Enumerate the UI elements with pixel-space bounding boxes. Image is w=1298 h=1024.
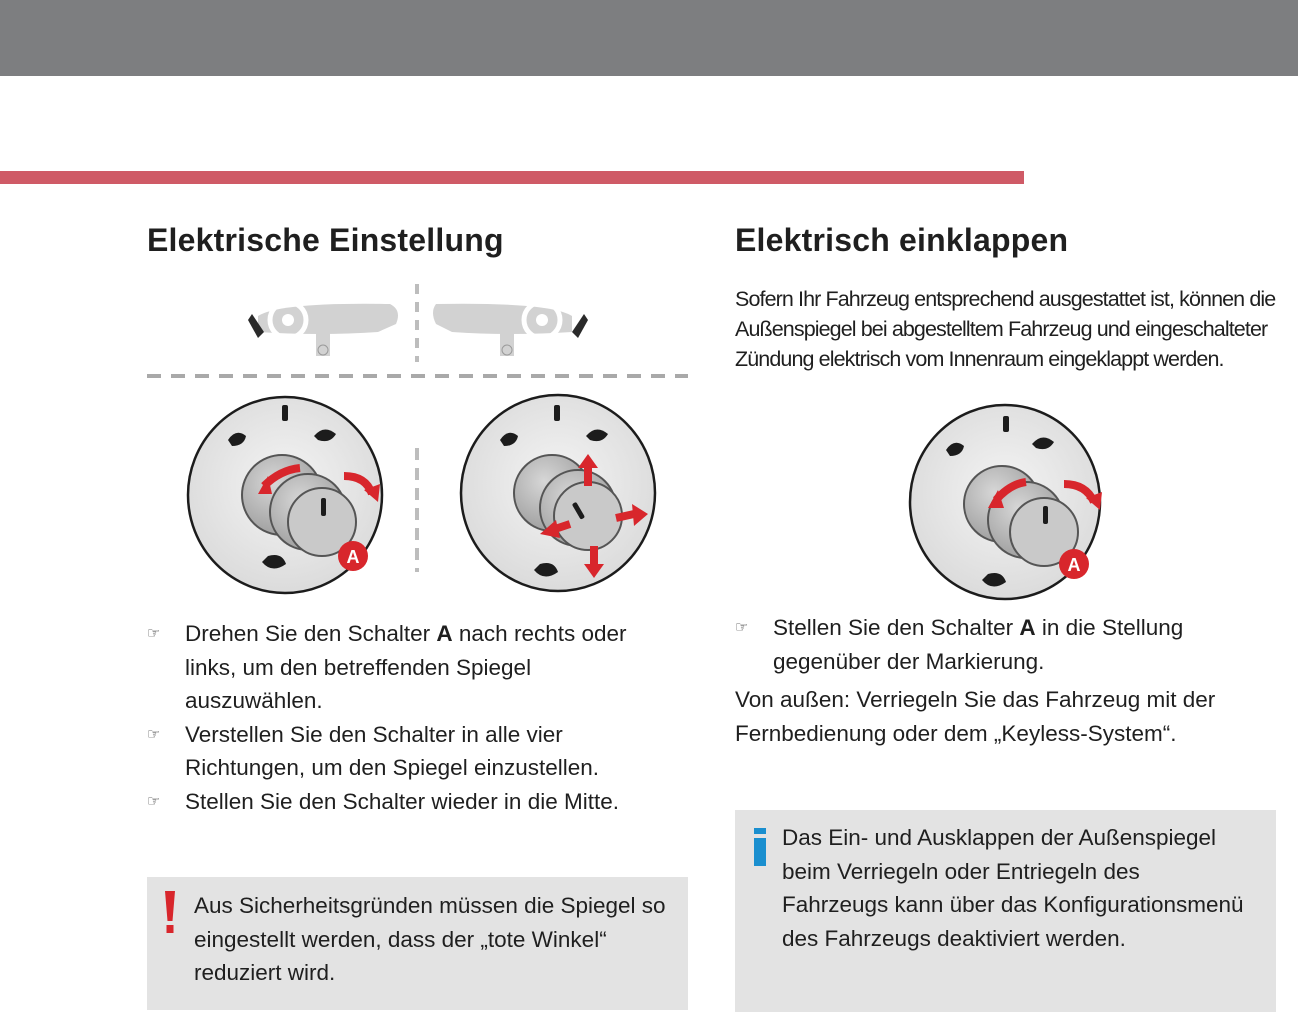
list-item: ☞Stellen Sie den Schalter A in die Stell… xyxy=(735,611,1255,678)
header-bar xyxy=(0,0,1298,76)
instruction-list-folding: ☞Stellen Sie den Schalter A in die Stell… xyxy=(735,611,1255,678)
remote-locking-paragraph: Von außen: Verriegeln Sie das Fahrzeug m… xyxy=(735,687,1216,746)
info-icon xyxy=(754,828,766,866)
list-item: ☞Verstellen Sie den Schalter in alle vie… xyxy=(147,718,667,785)
switch-label-a: A xyxy=(1068,555,1081,575)
exclamation-icon xyxy=(165,891,175,933)
info-text: Das Ein- und Ausklappen der Außenspiegel… xyxy=(782,825,1244,951)
left-mirror-icon xyxy=(248,299,398,356)
warning-text: Aus Sicherheitsgründen müssen die Spiege… xyxy=(194,893,666,985)
instruction-list-adjustment: ☞Drehen Sie den Schalter A nach rechts o… xyxy=(147,617,667,818)
section-accent-line xyxy=(0,171,1024,184)
pointing-hand-icon: ☞ xyxy=(147,724,161,743)
section-heading-electric-folding: Elektrisch einklappen xyxy=(735,222,1069,258)
warning-note: Aus Sicherheitsgründen müssen die Spiege… xyxy=(147,877,688,1010)
mirror-adjustment-illustration: A xyxy=(147,284,688,595)
switch-label-a: A xyxy=(347,547,360,567)
mirror-switch-dial-adjust xyxy=(459,393,657,593)
mirror-switch-dial-select: A xyxy=(186,395,384,595)
list-item: ☞Drehen Sie den Schalter A nach rechts o… xyxy=(147,617,667,718)
mirror-folding-illustration: A xyxy=(908,403,1102,601)
right-mirror-icon xyxy=(433,299,588,356)
info-note: Das Ein- und Ausklappen der Außenspiegel… xyxy=(735,810,1276,1012)
pointing-hand-icon: ☞ xyxy=(147,791,161,810)
intro-paragraph: Sofern Ihr Fahrzeug entsprechend ausgest… xyxy=(735,287,1276,371)
section-heading-electric-adjustment: Elektrische Einstellung xyxy=(147,222,504,258)
pointing-hand-icon: ☞ xyxy=(735,618,749,636)
list-item: ☞Stellen Sie den Schalter wieder in die … xyxy=(147,785,667,819)
pointing-hand-icon: ☞ xyxy=(147,624,161,642)
